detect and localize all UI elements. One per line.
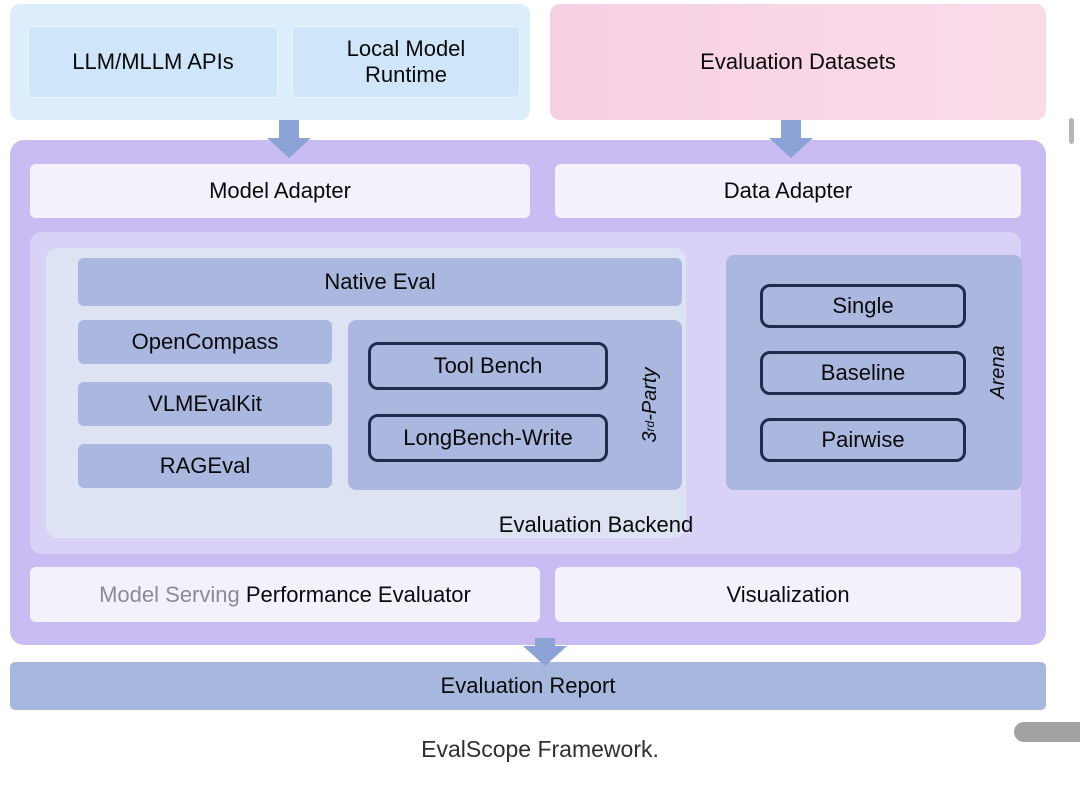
rageval-label: RAGEval xyxy=(159,453,251,479)
vlmevalkit-label: VLMEvalKit xyxy=(148,391,262,417)
third-party-suffix: -Party xyxy=(638,367,661,421)
evaluation-backend-area: Native Eval OpenCompass VLMEvalKit RAGEv… xyxy=(46,248,693,538)
evaluation-core-container: Native Eval OpenCompass VLMEvalKit RAGEv… xyxy=(30,232,1022,554)
evaluation-report-bar: Evaluation Report xyxy=(10,662,1046,710)
opencompass-box: OpenCompass xyxy=(78,320,332,364)
report-flow-arrow-icon xyxy=(523,638,567,666)
local-model-runtime-box: Local Model Runtime xyxy=(292,26,520,98)
model-adapter-label: Model Adapter xyxy=(209,178,351,204)
arrow-shaft xyxy=(279,120,299,138)
data-adapter-label: Data Adapter xyxy=(723,178,853,204)
evalscope-framework-container: Model Adapter Data Adapter Native Eval O… xyxy=(10,140,1046,645)
data-adapter-box: Data Adapter xyxy=(555,164,1021,218)
performance-evaluator-box: Model Serving Performance Evaluator xyxy=(30,567,540,622)
llm-mllm-apis-label: LLM/MLLM APIs xyxy=(72,49,234,75)
arena-pairwise-box: Pairwise xyxy=(760,418,966,462)
evaluation-backend-label: Evaluation Backend xyxy=(498,512,694,537)
evaluation-datasets-label: Evaluation Datasets xyxy=(700,49,896,75)
third-party-prefix: 3 xyxy=(638,431,661,443)
third-party-sup: rd xyxy=(643,420,657,432)
longbench-write-box: LongBench-Write xyxy=(368,414,608,462)
arrow-head xyxy=(267,138,311,158)
arrow-head xyxy=(523,646,567,666)
visualization-box: Visualization xyxy=(555,567,1021,622)
rageval-box: RAGEval xyxy=(78,444,332,488)
model-adapter-box: Model Adapter xyxy=(30,164,530,218)
arena-baseline-label: Baseline xyxy=(820,360,906,386)
opencompass-label: OpenCompass xyxy=(131,329,279,355)
model-serving-label: Model Serving xyxy=(99,581,240,607)
model-sources-group: LLM/MLLM APIs Local Model Runtime xyxy=(10,4,530,120)
arena-vertical-label: Arena xyxy=(986,345,1009,399)
vlmevalkit-box: VLMEvalKit xyxy=(78,382,332,426)
native-eval-label: Native Eval xyxy=(324,269,436,295)
performance-evaluator-label: Performance Evaluator xyxy=(245,581,471,607)
arena-single-box: Single xyxy=(760,284,966,328)
evaluation-report-label: Evaluation Report xyxy=(440,673,616,699)
native-eval-box: Native Eval xyxy=(78,258,682,306)
evaluation-datasets-box: Evaluation Datasets xyxy=(550,4,1046,120)
vertical-scrollbar-thumb[interactable] xyxy=(1069,118,1074,144)
horizontal-scrollbar-thumb[interactable] xyxy=(1014,722,1080,742)
arrow-shaft xyxy=(535,638,555,646)
tool-bench-box: Tool Bench xyxy=(368,342,608,390)
model-flow-arrow-icon xyxy=(267,120,311,158)
arena-baseline-box: Baseline xyxy=(760,351,966,395)
visualization-label: Visualization xyxy=(726,581,850,607)
tool-bench-label: Tool Bench xyxy=(433,353,543,379)
local-model-runtime-label: Local Model Runtime xyxy=(346,36,466,87)
arena-pairwise-label: Pairwise xyxy=(821,427,905,453)
arena-single-label: Single xyxy=(832,293,894,319)
data-flow-arrow-icon xyxy=(769,120,813,158)
arrow-head xyxy=(769,138,813,158)
llm-mllm-apis-box: LLM/MLLM APIs xyxy=(28,26,278,98)
arrow-shaft xyxy=(781,120,801,138)
longbench-write-label: LongBench-Write xyxy=(403,425,573,451)
figure-caption: EvalScope Framework. xyxy=(421,736,659,762)
arena-group: Single Baseline Pairwise Arena xyxy=(726,255,1022,490)
